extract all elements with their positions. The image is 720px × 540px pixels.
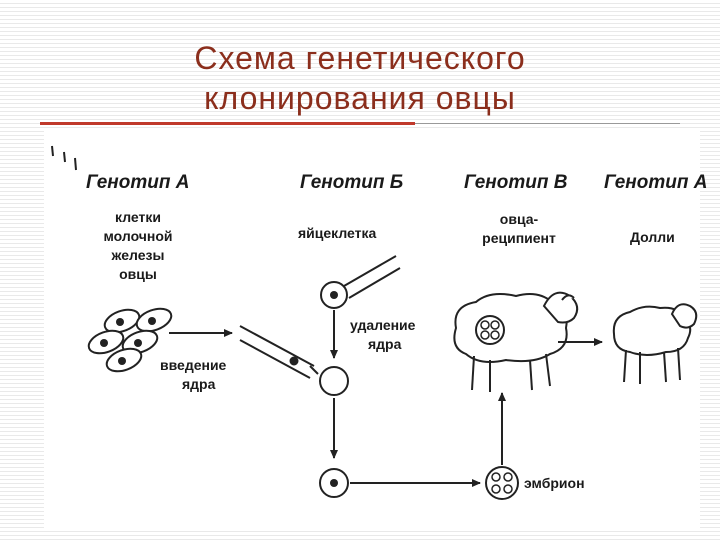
cloning-diagram: Генотип А Генотип Б Генотип В Генотип А …	[44, 128, 707, 528]
reconstructed-cell-icon	[319, 468, 349, 498]
title-rule-line	[415, 123, 680, 124]
recipient-line-2: реципиент	[482, 230, 556, 246]
mammary-cells-line-3: железы	[111, 247, 165, 263]
enucleated-egg-icon	[319, 366, 349, 396]
title-rule-accent	[40, 122, 415, 125]
nucleus-insertion-line-2: ядра	[182, 376, 216, 392]
injection-pipette-icon	[239, 325, 319, 379]
dolly-sheep-icon	[612, 303, 698, 384]
nucleus-removal-line-2: ядра	[368, 336, 402, 352]
nucleus-insertion-label: введение ядра	[160, 356, 226, 394]
genotype-v-label: Генотип В	[464, 172, 568, 193]
mammary-cells-label: клетки молочной железы овцы	[78, 208, 198, 284]
recipient-line-1: овца-	[499, 211, 539, 227]
nucleus-insertion-line-1: введение	[160, 357, 227, 373]
diagram-graphics	[51, 145, 698, 500]
mammary-cells-line-2: молочной	[103, 228, 173, 244]
title-line-1: Схема генетического	[194, 40, 526, 76]
embryo-icon	[485, 466, 519, 500]
egg-cell-label: яйцеклетка	[298, 225, 377, 241]
slide-title: Схема генетического клонирования овцы	[80, 38, 640, 118]
mammary-cells-icon	[87, 307, 173, 373]
title-rule	[40, 122, 680, 125]
dolly-label: Долли	[630, 229, 675, 245]
scan-marks	[51, 145, 77, 171]
mammary-cells-line-4: овцы	[119, 266, 157, 282]
genotype-a2-label: Генотип А	[604, 172, 708, 193]
recipient-sheep-icon	[453, 291, 579, 392]
embryo-label: эмбрион	[524, 475, 585, 491]
genotype-b-label: Генотип Б	[300, 172, 404, 193]
recipient-label: овца- реципиент	[464, 210, 574, 248]
egg-cell-icon	[320, 255, 401, 309]
nucleus-removal-line-1: удаление	[350, 317, 416, 333]
genotype-a-label: Генотип А	[86, 172, 190, 193]
nucleus-removal-label: удаление ядра	[350, 316, 415, 354]
title-line-2: клонирования овцы	[204, 80, 516, 116]
mammary-cells-line-1: клетки	[115, 209, 161, 225]
